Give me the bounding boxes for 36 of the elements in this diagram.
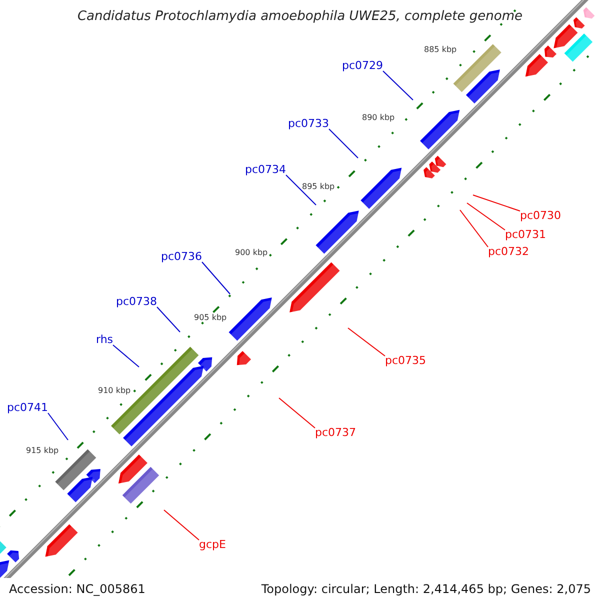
leader-line xyxy=(328,128,358,158)
gene-label: rhs xyxy=(96,333,114,346)
scale-label: 905 kbp xyxy=(194,313,227,323)
leader-line xyxy=(164,510,200,540)
leader-line xyxy=(278,398,316,428)
gene-label: gcpE xyxy=(199,538,226,551)
scale-label: 910 kbp xyxy=(98,386,131,396)
leader-line xyxy=(156,306,180,332)
leader-line xyxy=(348,328,386,356)
gene-label: pc0731 xyxy=(505,228,546,241)
scale-label: 900 kbp xyxy=(235,248,268,258)
gene-label: pc0733 xyxy=(288,117,330,130)
leader-line xyxy=(112,344,140,368)
gene-label: pc0735 xyxy=(385,354,426,367)
gene-label: pc0741 xyxy=(7,401,48,414)
leader-line xyxy=(202,262,230,294)
scale-label: 885 kbp xyxy=(424,45,457,55)
gene-label: pc0729 xyxy=(342,59,384,72)
scale-label: 890 kbp xyxy=(362,113,395,123)
leader-line xyxy=(472,194,520,212)
gene-label: pc0737 xyxy=(315,426,356,439)
accession-text: Accession: NC_005861 xyxy=(9,582,146,596)
leader-line xyxy=(460,210,488,248)
gene-label: pc0730 xyxy=(520,209,562,222)
gene-label: pc0736 xyxy=(161,250,202,263)
gene-label: pc0738 xyxy=(116,295,158,308)
genome-info-text: Topology: circular; Length: 2,414,465 bp; Genes: 2,075 xyxy=(261,582,591,596)
leader-line xyxy=(466,202,506,230)
scale-label: 915 kbp xyxy=(26,446,59,456)
leader-line xyxy=(286,174,316,206)
scale-label: 895 kbp xyxy=(302,182,335,192)
gene-label: pc0734 xyxy=(245,163,286,176)
gene-label: pc0732 xyxy=(488,245,530,258)
leader-line xyxy=(382,70,414,100)
title: Candidatus Protochlamydia amoebophila UWE25, complete genome xyxy=(76,9,524,24)
leader-line xyxy=(48,412,68,440)
